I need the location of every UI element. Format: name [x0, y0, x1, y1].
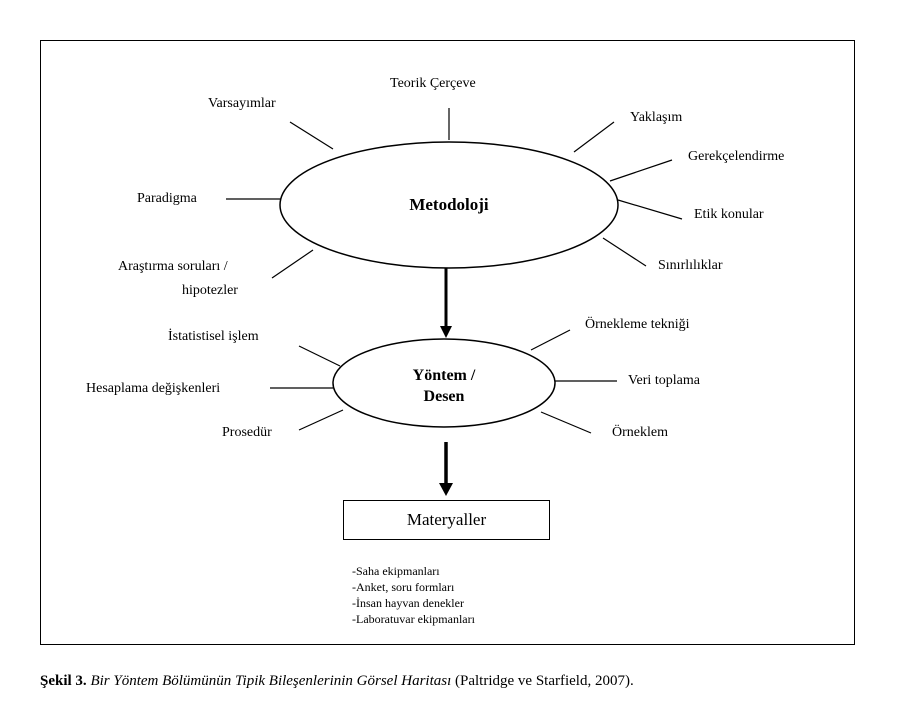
label-ornekleme: Örnekleme tekniği [585, 317, 690, 332]
materyaller-box: Materyaller [343, 500, 550, 540]
label-teorik: Teorik Çerçeve [390, 76, 476, 91]
yontem-title-line-2: Desen [423, 388, 465, 405]
spoke-yaklasim [573, 121, 615, 153]
metodoloji-ellipse [279, 141, 619, 269]
caption-source: (Paltridge ve Starfield, 2007). [455, 673, 634, 689]
label-varsayimlar: Varsayımlar [208, 96, 276, 111]
arrow-2-head [439, 483, 453, 496]
label-arastirma-1: Araştırma soruları / [118, 259, 228, 274]
spoke-prosedur [298, 409, 344, 431]
spoke-ornekleme [530, 329, 571, 351]
label-etik: Etik konular [694, 207, 764, 222]
yontem-title-line-1: Yöntem / [412, 367, 476, 384]
label-hesaplama: Hesaplama değişkenleri [86, 381, 221, 396]
materyaller-item: -Laboratuvar ekipmanları [352, 612, 475, 626]
spoke-etik [617, 199, 683, 220]
spoke-varsayimlar [289, 121, 334, 150]
materyaller-title: Materyaller [406, 510, 487, 529]
label-prosedur: Prosedür [222, 425, 272, 440]
spoke-gerekcelendirme [609, 159, 673, 182]
materyaller-list: -Saha ekipmanları -Anket, soru formları … [352, 563, 475, 627]
spoke-istatistiksel [298, 345, 341, 367]
label-veri: Veri toplama [628, 373, 700, 388]
label-arastirma-2: hipotezler [182, 283, 238, 298]
label-gerekcelendirme: Gerekçelendirme [688, 149, 785, 164]
label-orneklem: Örneklem [612, 425, 668, 440]
metodoloji-title: Metodoloji [409, 195, 489, 214]
spoke-sinirliliklar [602, 237, 647, 267]
spoke-orneklem [540, 411, 592, 434]
label-paradigma: Paradigma [137, 191, 197, 206]
label-istatistiksel: İstatistisel işlem [168, 329, 259, 344]
materyaller-item: -Saha ekipmanları [352, 564, 440, 578]
spoke-arastirma [271, 249, 314, 279]
label-sinirliliklar: Sınırlılıklar [658, 258, 723, 273]
caption-label: Şekil 3. [40, 673, 87, 689]
label-yaklasim: Yaklaşım [630, 110, 683, 125]
figure-frame [40, 40, 855, 645]
yontem-ellipse [332, 338, 556, 428]
arrow-1-head [440, 326, 452, 338]
materyaller-item: -İnsan hayvan denekler [352, 596, 464, 610]
caption-title: Bir Yöntem Bölümünün Tipik Bileşenlerini… [90, 673, 452, 689]
materyaller-item: -Anket, soru formları [352, 580, 455, 594]
figure-caption: Şekil 3. Bir Yöntem Bölümünün Tipik Bile… [40, 673, 634, 690]
